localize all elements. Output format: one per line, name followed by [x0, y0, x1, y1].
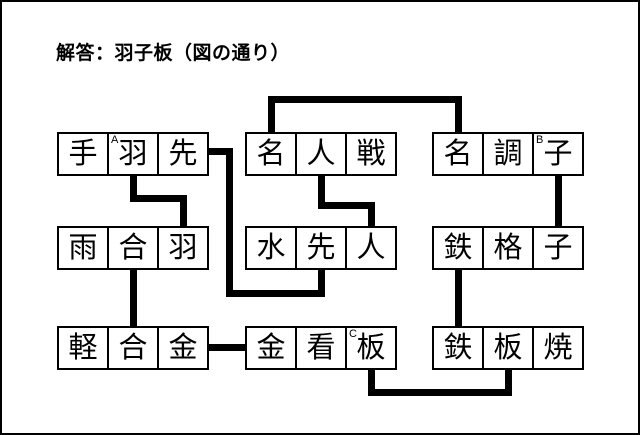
- connector-mei-v1: [268, 96, 275, 132]
- kanji-cell: 人: [345, 226, 397, 270]
- kanji-cell: 合: [107, 326, 159, 370]
- kanji-char: 鉄: [443, 331, 473, 364]
- word-keigoukin: 軽 合 金: [57, 326, 209, 370]
- word-mizusakinin: 水 先 人: [245, 226, 397, 270]
- kanji-cell: 合: [107, 226, 159, 270]
- kanji-char: 金: [256, 331, 286, 364]
- kanji-cell: 水: [245, 226, 297, 270]
- kanji-cell: 羽: [157, 226, 209, 270]
- kanji-char: 人: [356, 231, 386, 264]
- kanji-cell: 軽: [57, 326, 109, 370]
- connector-hane-h: [130, 195, 187, 202]
- kanji-cell: 鉄: [432, 226, 484, 270]
- kanji-cell: 焼: [532, 326, 584, 370]
- connector-ban-v2: [505, 370, 512, 396]
- connector-hane-v1: [130, 176, 137, 202]
- kanji-char: 金: [168, 331, 198, 364]
- kanji-char: 先: [306, 231, 336, 264]
- kanji-cell: 名: [432, 132, 484, 176]
- kanji-char: 戦: [356, 137, 386, 170]
- word-meijinsen: 名 人 戦: [245, 132, 397, 176]
- kanji-char: 板: [356, 331, 386, 364]
- kanji-cell: 金: [157, 326, 209, 370]
- kanji-char: 名: [256, 137, 286, 170]
- kanji-cell: 名: [245, 132, 297, 176]
- kanji-char: 看: [306, 331, 336, 364]
- kanji-char: 子: [543, 137, 573, 170]
- kanji-char: 調: [493, 137, 523, 170]
- kanji-char: 合: [118, 331, 148, 364]
- page-title: 解答：羽子板（図の通り）: [56, 43, 291, 64]
- connector-nin-h: [318, 202, 375, 209]
- connector-gou-v: [130, 270, 137, 326]
- connector-mei-v2: [455, 96, 462, 132]
- connector-nin-v2: [368, 202, 375, 226]
- marker-c-label: C: [349, 328, 357, 340]
- kanji-cell: 戦: [345, 132, 397, 176]
- kanji-char: 雨: [68, 231, 98, 264]
- kanji-char: 軽: [68, 331, 98, 364]
- connector-saki-v2: [318, 270, 325, 297]
- kanji-char: 名: [443, 137, 473, 170]
- word-amagappa: 雨 合 羽: [57, 226, 209, 270]
- kanji-char: 水: [256, 231, 286, 264]
- kanji-char: 板: [493, 331, 523, 364]
- connector-hane-v2: [180, 195, 187, 226]
- kanji-char: 先: [168, 137, 198, 170]
- kanji-cell: 人: [295, 132, 347, 176]
- marker-b-label: B: [536, 134, 544, 146]
- kanji-cell: 子: [532, 226, 584, 270]
- kanji-char: 合: [118, 231, 148, 264]
- kanji-char: 格: [493, 231, 523, 264]
- connector-saki-v1: [226, 148, 233, 297]
- connector-ban-h: [368, 389, 512, 396]
- marker-a-label: A: [111, 134, 119, 146]
- kanji-char: 鉄: [443, 231, 473, 264]
- kanji-cell: 鉄: [432, 326, 484, 370]
- connector-tetsu-v: [455, 270, 462, 326]
- connector-ban-v1: [368, 370, 375, 396]
- kanji-cell: 格: [482, 226, 534, 270]
- kanji-char: 焼: [543, 331, 573, 364]
- kanji-char: 人: [306, 137, 336, 170]
- kanji-cell: 板: [482, 326, 534, 370]
- word-teppanyaki: 鉄 板 焼: [432, 326, 584, 370]
- kanji-char: 羽: [118, 137, 148, 170]
- kanji-cell: 雨: [57, 226, 109, 270]
- kanji-cell: 金: [245, 326, 297, 370]
- kanji-cell: 手: [57, 132, 109, 176]
- connector-mei-h: [268, 96, 462, 103]
- kanji-cell: 先: [295, 226, 347, 270]
- kanji-char: 子: [543, 231, 573, 264]
- connector-saki-h1: [207, 148, 233, 155]
- kanji-char: 羽: [168, 231, 198, 264]
- kanji-cell: 看: [295, 326, 347, 370]
- kanji-cell: 先: [157, 132, 209, 176]
- connector-nin-v1: [318, 176, 325, 209]
- connector-kin-h: [207, 344, 247, 351]
- connector-saki-h2: [226, 290, 325, 297]
- kanji-cell: 調: [482, 132, 534, 176]
- word-tetsugoushi: 鉄 格 子: [432, 226, 584, 270]
- kanji-char: 手: [68, 137, 98, 170]
- connector-ko-v: [555, 176, 562, 226]
